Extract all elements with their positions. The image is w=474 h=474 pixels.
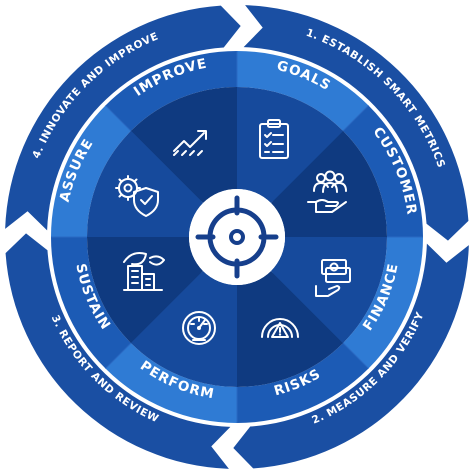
outer-arc-arrow [5, 233, 231, 469]
speedometer-icon [182, 311, 216, 345]
outer-arc-arrow [5, 5, 241, 231]
band-segment [105, 51, 237, 131]
wedge-finance [270, 237, 388, 344]
outer-cycle-ring [5, 5, 469, 469]
wedge-assure [87, 130, 204, 237]
warning-gauge-icon [261, 318, 299, 338]
band-segment [51, 105, 131, 237]
center-hub [189, 189, 285, 285]
band-segment [237, 51, 369, 131]
band-segment [237, 343, 369, 423]
target-crosshair-icon [195, 195, 279, 279]
band-segment [51, 237, 131, 369]
band-segment [105, 343, 237, 423]
wedge-improve [130, 87, 237, 204]
band-segment [343, 237, 423, 369]
outer-arc-arrow [233, 243, 469, 469]
band-segment [343, 105, 423, 237]
segment-icons [115, 119, 351, 345]
wedge-goals [237, 87, 344, 204]
customers-hand-icon [307, 170, 347, 213]
trending-chart-icon [173, 130, 207, 156]
segment-label-band [51, 51, 423, 423]
gear-shield-check-icon [115, 175, 159, 217]
eco-building-icon [123, 252, 165, 291]
money-hand-icon [315, 259, 351, 297]
outer-arc-arrow [243, 5, 469, 241]
clipboard-checklist-icon [259, 119, 289, 159]
